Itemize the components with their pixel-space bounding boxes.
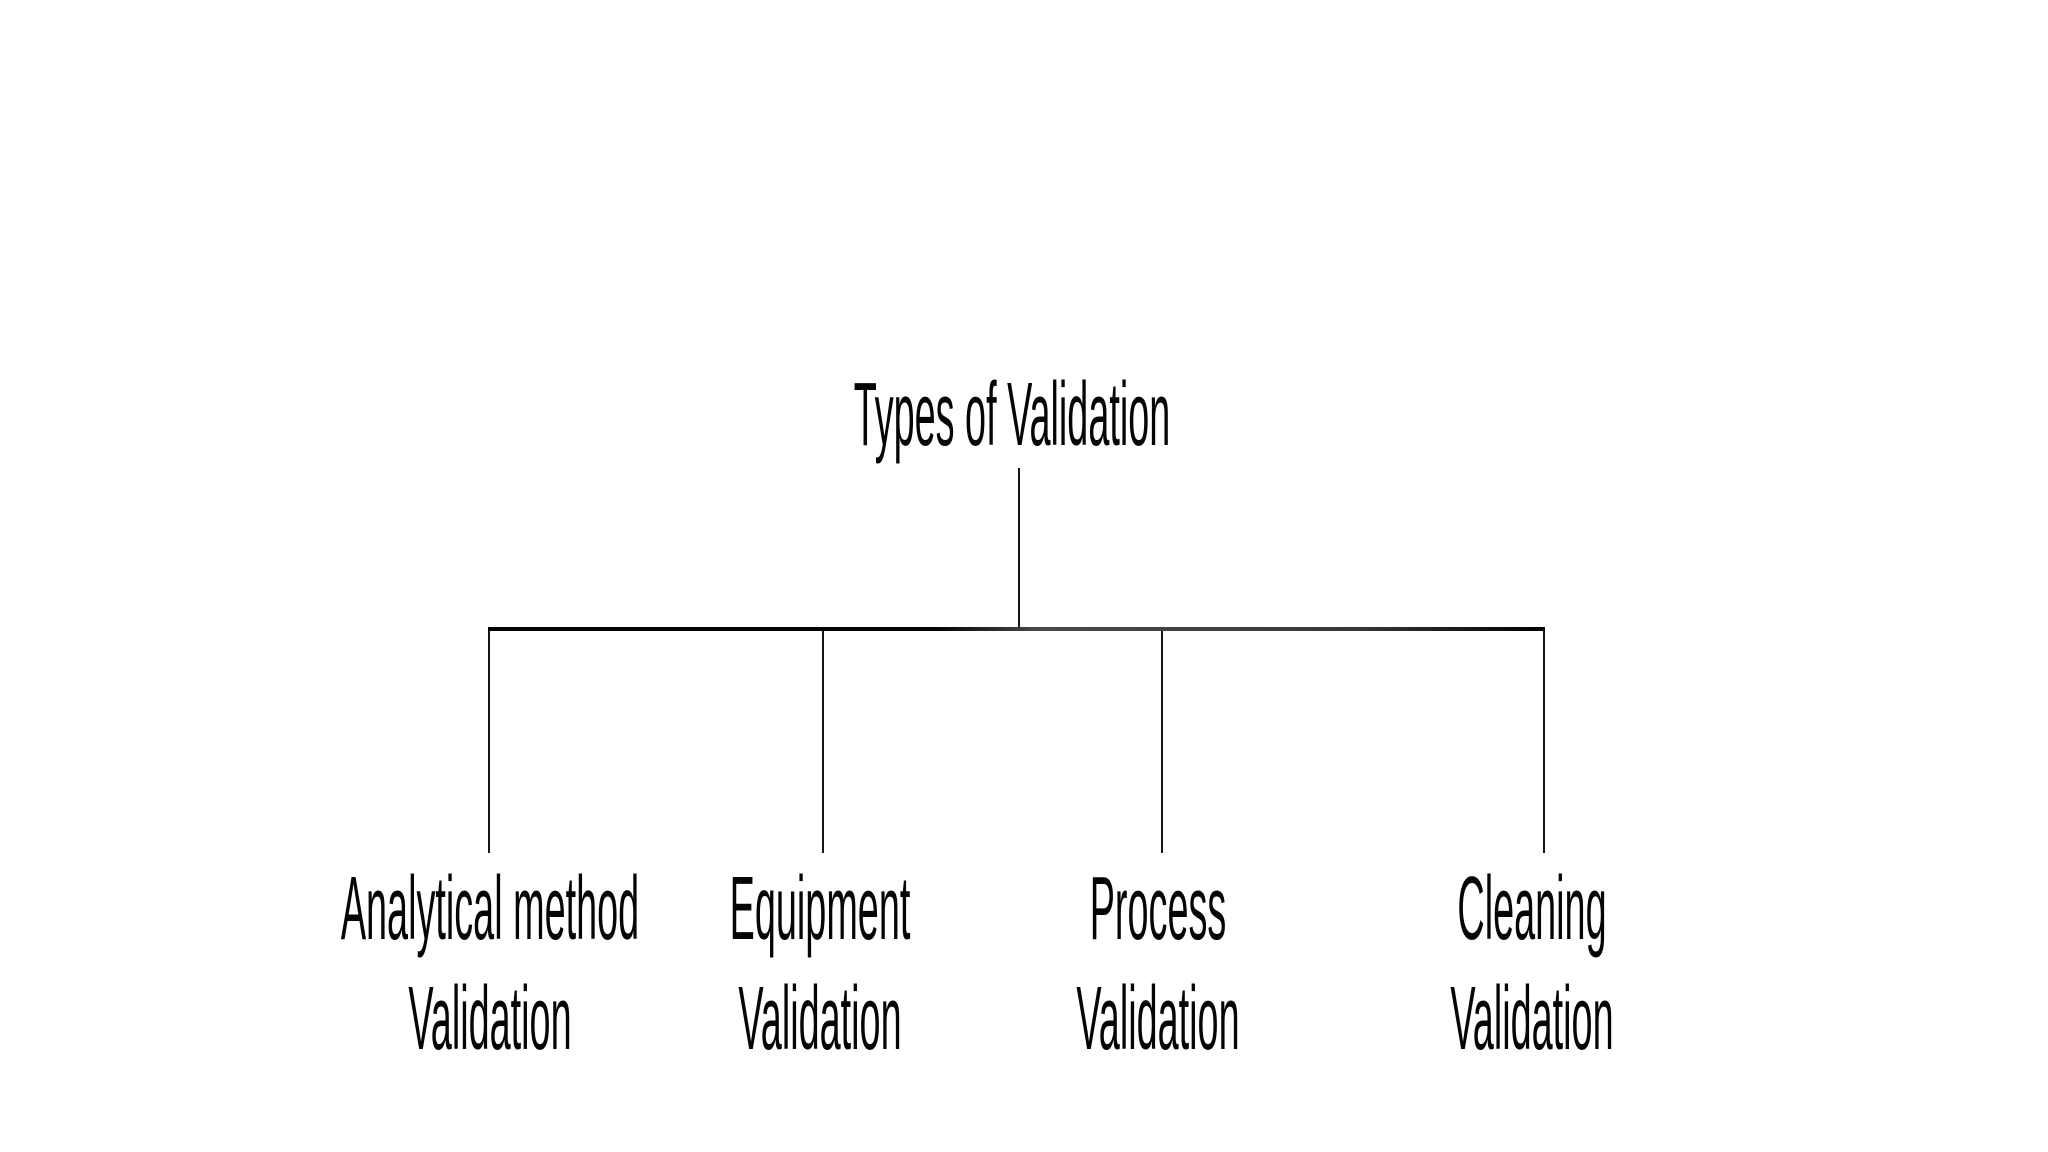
leaf-label-line1: Process bbox=[1089, 859, 1227, 959]
branch-connector-line-process bbox=[1161, 631, 1163, 853]
leaf-label-line2: Validation bbox=[738, 969, 902, 1069]
branch-connector-line-analytical-method bbox=[488, 631, 490, 853]
leaf-label-line1: Cleaning bbox=[1457, 859, 1607, 959]
horizontal-connector-line bbox=[488, 627, 1545, 631]
leaf-label-line2: Validation bbox=[408, 969, 572, 1069]
leaf-node-process-validation: Process Validation bbox=[990, 854, 1326, 1074]
leaf-node-cleaning-validation: Cleaning Validation bbox=[1364, 854, 1700, 1074]
branch-connector-line-equipment bbox=[822, 631, 824, 853]
leaf-label-line1: Equipment bbox=[729, 859, 911, 959]
leaf-label-line2: Validation bbox=[1076, 969, 1240, 1069]
branch-connector-line-cleaning bbox=[1543, 631, 1545, 853]
trunk-connector-line bbox=[1018, 468, 1020, 631]
leaf-node-equipment-validation: Equipment Validation bbox=[652, 854, 988, 1074]
root-node-types-of-validation: Types of Validation bbox=[853, 365, 1171, 465]
leaf-label-line1: Analytical method bbox=[340, 859, 640, 959]
leaf-label-line2: Validation bbox=[1450, 969, 1614, 1069]
leaf-node-analytical-method-validation: Analytical method Validation bbox=[322, 854, 658, 1074]
